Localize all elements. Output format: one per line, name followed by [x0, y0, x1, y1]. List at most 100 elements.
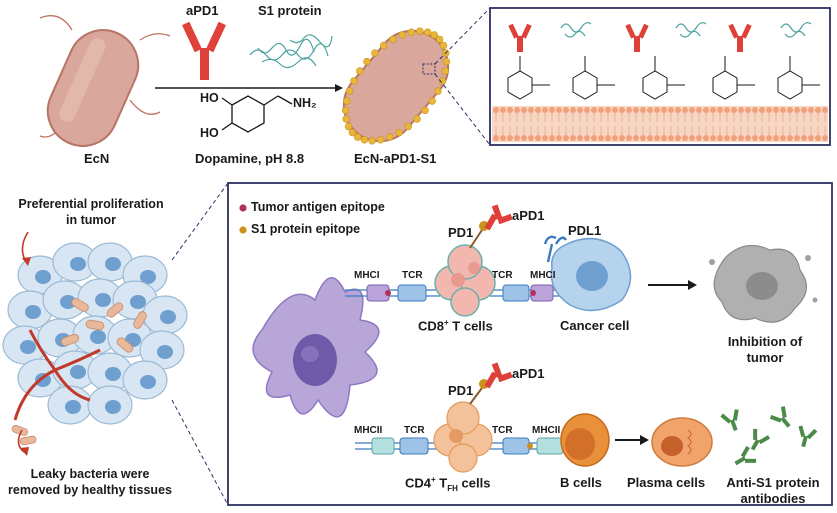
- cancer-cell-label: Cancer cell: [560, 318, 630, 333]
- gold-bead: [398, 31, 406, 39]
- tcr2-right-block: [502, 437, 533, 455]
- mhci-left-label: MHCI: [354, 270, 380, 281]
- gold-bead: [360, 136, 369, 144]
- leaky-line1: Leaky bacteria were: [30, 467, 150, 481]
- b-cells-label: B cells: [560, 475, 602, 490]
- pd1-label-p1: PD1: [448, 225, 474, 240]
- coated-bacterium: [341, 27, 451, 145]
- cd4-tfh-label: CD4+ TFH cells: [405, 475, 491, 493]
- mhcii-right-label: MHCII: [532, 425, 561, 436]
- gold-bead: [430, 31, 438, 39]
- legend-tumor-epitope: Tumor antigen epitope: [251, 200, 385, 214]
- gold-bead: [345, 87, 354, 95]
- dopamine-structure: [221, 95, 293, 133]
- gold-bead: [434, 87, 442, 95]
- green-antibody: [769, 406, 791, 428]
- mhci-right-label: MHCI: [530, 270, 556, 281]
- gold-bead: [356, 67, 364, 75]
- pdl1-label: PDL1: [568, 223, 602, 238]
- apd1-antibody-p1: [484, 204, 513, 231]
- s1-epitope-dot: [239, 226, 247, 234]
- gold-bead: [407, 28, 415, 36]
- cd8-t-cell-cluster: [434, 244, 496, 317]
- cancer-cell: [550, 237, 632, 312]
- green-antibody: [734, 445, 757, 466]
- ho-label-1: HO: [200, 91, 219, 105]
- tcr2-left-label: TCR: [404, 425, 425, 436]
- gold-bead: [380, 41, 388, 50]
- tumor-bacterium: [106, 302, 124, 318]
- gold-bead: [343, 97, 351, 105]
- gold-bead: [435, 35, 444, 44]
- antibodies-line2: antibodies: [740, 491, 806, 506]
- tumor-bacterium: [116, 337, 134, 353]
- tcr-left-block: [397, 284, 427, 302]
- gold-bead: [363, 57, 371, 66]
- gold-bead: [342, 115, 350, 123]
- apd1-label-top: aPD1: [186, 3, 219, 18]
- tumor-title-line2: in tumor: [66, 213, 116, 227]
- mhci-right-block: [530, 284, 554, 302]
- gold-bead: [350, 77, 358, 85]
- tumor-illustration: [2, 242, 188, 446]
- polydopamine-chain: [507, 56, 820, 100]
- legend-s1-epitope: S1 protein epitope: [251, 222, 361, 236]
- tcr2-right-label: TCR: [492, 425, 513, 436]
- gold-bead: [413, 115, 421, 123]
- pd1-label-p2: PD1: [448, 383, 474, 398]
- cd8-t-cells-label: CD8+ T cells: [418, 318, 493, 334]
- gold-bead: [371, 49, 379, 57]
- ecn-bacterium: [39, 15, 171, 147]
- gold-bead: [439, 41, 448, 50]
- gold-bead: [428, 97, 436, 105]
- gold-bead: [416, 27, 424, 35]
- dendritic-cell: [252, 277, 380, 418]
- s1-protein-icon: [249, 34, 333, 69]
- tumor-epitope-dot: [239, 204, 247, 212]
- s1-protein-label: S1 protein: [258, 3, 322, 18]
- tcr-left-label: TCR: [402, 270, 423, 281]
- mhcii-right-block: [536, 437, 564, 455]
- inhibition-line2: tumor: [746, 350, 784, 365]
- mhcii-left-block: [371, 437, 395, 455]
- tcr-right-label: TCR: [492, 270, 513, 281]
- ecn-label: EcN: [84, 151, 110, 166]
- gold-bead: [389, 35, 397, 44]
- nh2-label: NH₂: [293, 96, 317, 110]
- inhibition-line1: Inhibition of: [727, 334, 803, 349]
- ho-label-2: HO: [200, 126, 219, 140]
- lipid-bilayer: [492, 106, 828, 142]
- tumor-bacterium: [133, 311, 147, 329]
- gold-bead: [421, 106, 429, 115]
- gold-bead: [423, 28, 432, 36]
- mhcii-left-label: MHCII: [354, 425, 383, 436]
- gold-bead: [341, 106, 350, 115]
- gold-bead: [348, 128, 357, 137]
- cd4-tfh-cluster: [433, 401, 493, 473]
- plasma-cell: [651, 417, 713, 467]
- gold-bead: [377, 136, 385, 144]
- apd1-label-p1: aPD1: [512, 208, 545, 223]
- product-label: EcN-aPD1-S1: [354, 151, 437, 166]
- dopamine-label: Dopamine, pH 8.8: [195, 151, 305, 166]
- gold-bead: [442, 57, 451, 66]
- plasma-cells-label: Plasma cells: [627, 475, 706, 490]
- gold-bead: [386, 133, 394, 141]
- apd1-antibody-icon: [182, 21, 226, 80]
- inhibited-tumor: [709, 244, 818, 323]
- tcr2-left-block: [399, 437, 429, 455]
- tumor-bacterium: [71, 298, 89, 312]
- anti-s1-antibodies: [720, 406, 818, 466]
- tumor-bacterium: [85, 319, 105, 331]
- gold-bead: [441, 67, 449, 75]
- gold-bead: [404, 122, 412, 131]
- gold-bead: [438, 77, 447, 85]
- gold-bead: [344, 122, 353, 131]
- tcr-right-block: [502, 284, 530, 302]
- gold-bead: [395, 128, 403, 137]
- antibodies-line1: Anti-S1 protein: [726, 475, 820, 490]
- leaky-line2: removed by healthy tissues: [8, 483, 172, 497]
- green-antibody: [750, 428, 771, 451]
